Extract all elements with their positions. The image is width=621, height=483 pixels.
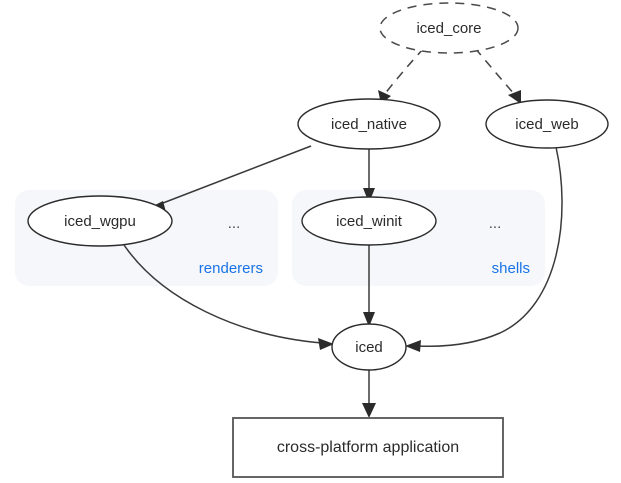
node-application-label: cross-platform application (277, 439, 459, 456)
arrow-head (318, 338, 334, 350)
edge-iced-wgpu-to-iced (121, 241, 334, 350)
arrow-head (362, 403, 376, 418)
node-iced-web[interactable]: iced_web (485, 99, 609, 149)
node-iced-native[interactable]: iced_native (297, 98, 441, 150)
arrow-head (363, 312, 375, 327)
node-application-shape[interactable] (232, 417, 504, 478)
arrow-head (508, 90, 521, 104)
arrow-head (363, 188, 375, 203)
edge-iced-core-to-iced-native (378, 47, 425, 104)
cluster-renderers-label: renderers (199, 260, 263, 277)
arrow-head (405, 340, 421, 352)
node-iced-core[interactable]: iced_core (379, 2, 519, 54)
node-iced-wgpu-shape[interactable] (27, 195, 173, 247)
edge-path (121, 241, 323, 344)
edge-path (474, 47, 516, 96)
cluster-shells-ellipsis: ... (489, 215, 502, 232)
cluster-shells-label: shells (492, 260, 530, 277)
node-iced-native-shape[interactable] (297, 98, 441, 150)
edge-iced-to-application (362, 370, 376, 418)
edge-iced-core-to-iced-web (474, 47, 521, 104)
node-iced-winit[interactable]: iced_winit (301, 196, 437, 246)
edge-path (162, 145, 312, 204)
edge-iced-native-to-iced-winit (363, 148, 375, 203)
edge-iced-web-to-iced (405, 146, 563, 352)
node-iced[interactable]: iced (331, 323, 407, 371)
node-application[interactable]: cross-platform application (232, 417, 504, 478)
node-iced-web-shape[interactable] (485, 99, 609, 149)
edge-path (383, 47, 425, 96)
edge-iced-winit-to-iced (363, 245, 375, 327)
node-iced-core-shape[interactable] (379, 2, 519, 54)
cluster-renderers-ellipsis: ... (228, 215, 241, 232)
node-iced-shape[interactable] (331, 323, 407, 371)
edge-path (417, 146, 563, 348)
node-iced-winit-shape[interactable] (301, 196, 437, 246)
node-iced-wgpu[interactable]: iced_wgpu (27, 195, 173, 247)
